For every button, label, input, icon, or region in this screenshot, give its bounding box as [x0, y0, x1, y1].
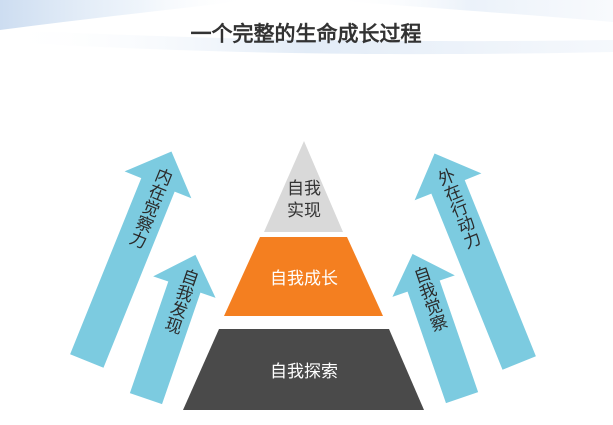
- header-decoration: [0, 0, 613, 55]
- pyramid-middle-label: 自我成长: [270, 269, 338, 289]
- pyramid-apex: [264, 141, 343, 232]
- pyramid-base-label: 自我探索: [270, 362, 338, 382]
- pyramid-base: [183, 329, 424, 410]
- pyramid-middle: [224, 237, 383, 316]
- pyramid-apex-label-line1: 自我: [287, 179, 321, 199]
- arrow-left-inner: 自我发现: [129, 254, 216, 405]
- pyramid-apex-label-line2: 实现: [287, 201, 321, 221]
- page-title: 一个完整的生命成长过程: [191, 22, 422, 46]
- arrow-right-outer: 外在行动力: [414, 153, 536, 370]
